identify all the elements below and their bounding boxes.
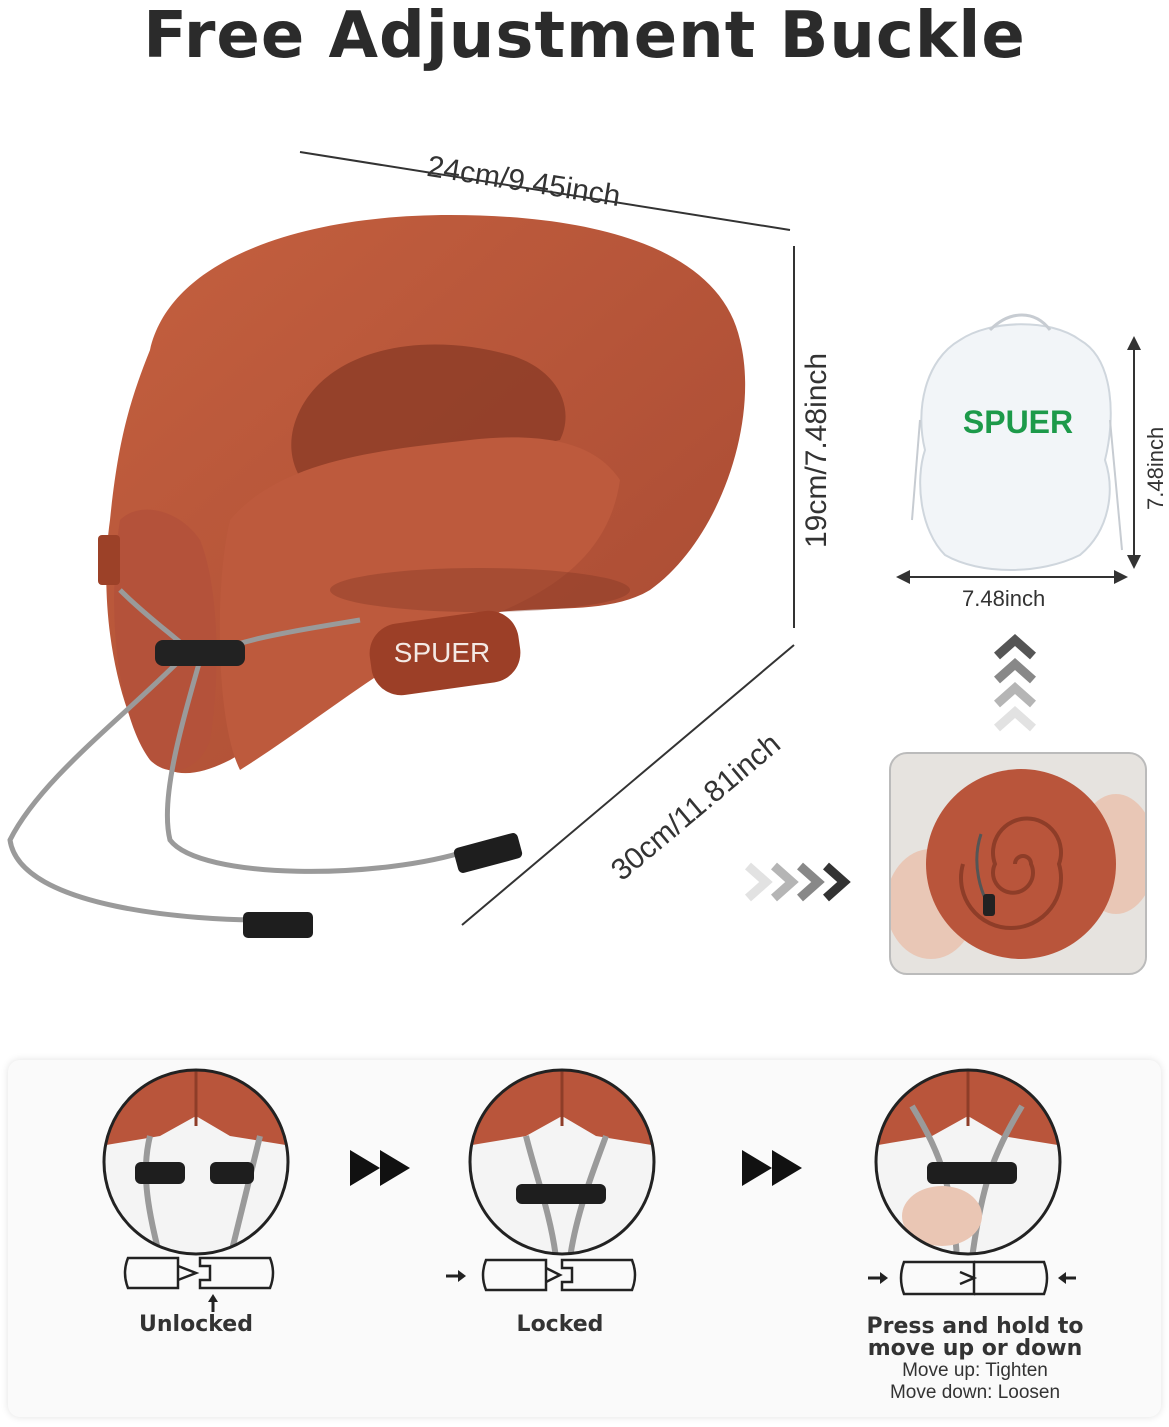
bag-height-label: 7.48inch (1143, 426, 1168, 510)
step-adjust-sub1: Move up: Tighten (902, 1360, 1048, 1381)
step-unlocked-label: Unlocked (139, 1312, 253, 1337)
buckle-locked-diagram (446, 1258, 637, 1292)
height-dimension-label: 19cm/7.48inch (800, 352, 833, 548)
buckle-press-diagram (868, 1260, 1076, 1296)
neck-pillow-image: SPUER (7, 215, 746, 938)
arrow-right-icon (880, 1272, 888, 1284)
step-locked-label: Locked (516, 1312, 604, 1337)
step-adjust-sub2: Move down: Loosen (889, 1382, 1061, 1403)
dimension-lines (299, 151, 1141, 926)
chevron-up-stack-icon (994, 633, 1036, 732)
step-adjust-image (874, 1068, 1062, 1256)
arrow-right-icon (458, 1270, 466, 1282)
double-chevron-right-icon (745, 862, 851, 902)
double-chevron-right-icon (742, 1150, 802, 1186)
rolled-pillow-image (889, 752, 1147, 975)
arrow-left-icon (1058, 1272, 1066, 1284)
step-adjust-label-line1: Press and hold to (866, 1314, 1084, 1339)
bag-width-label: 7.48inch (962, 586, 1046, 611)
pillow-brand-text: SPUER (394, 637, 490, 668)
storage-bag-image: SPUER (911, 313, 1123, 571)
step-unlocked-image (102, 1068, 290, 1256)
step-locked-image (468, 1068, 656, 1256)
step-adjust-label-line2: move up or down (867, 1336, 1083, 1361)
double-chevron-right-icon (350, 1150, 410, 1186)
arrow-up-icon (208, 1294, 218, 1302)
page-title: Free Adjustment Buckle (143, 0, 1026, 73)
buckle-unlocked-diagram (123, 1256, 275, 1312)
bag-brand-text: SPUER (963, 404, 1073, 440)
